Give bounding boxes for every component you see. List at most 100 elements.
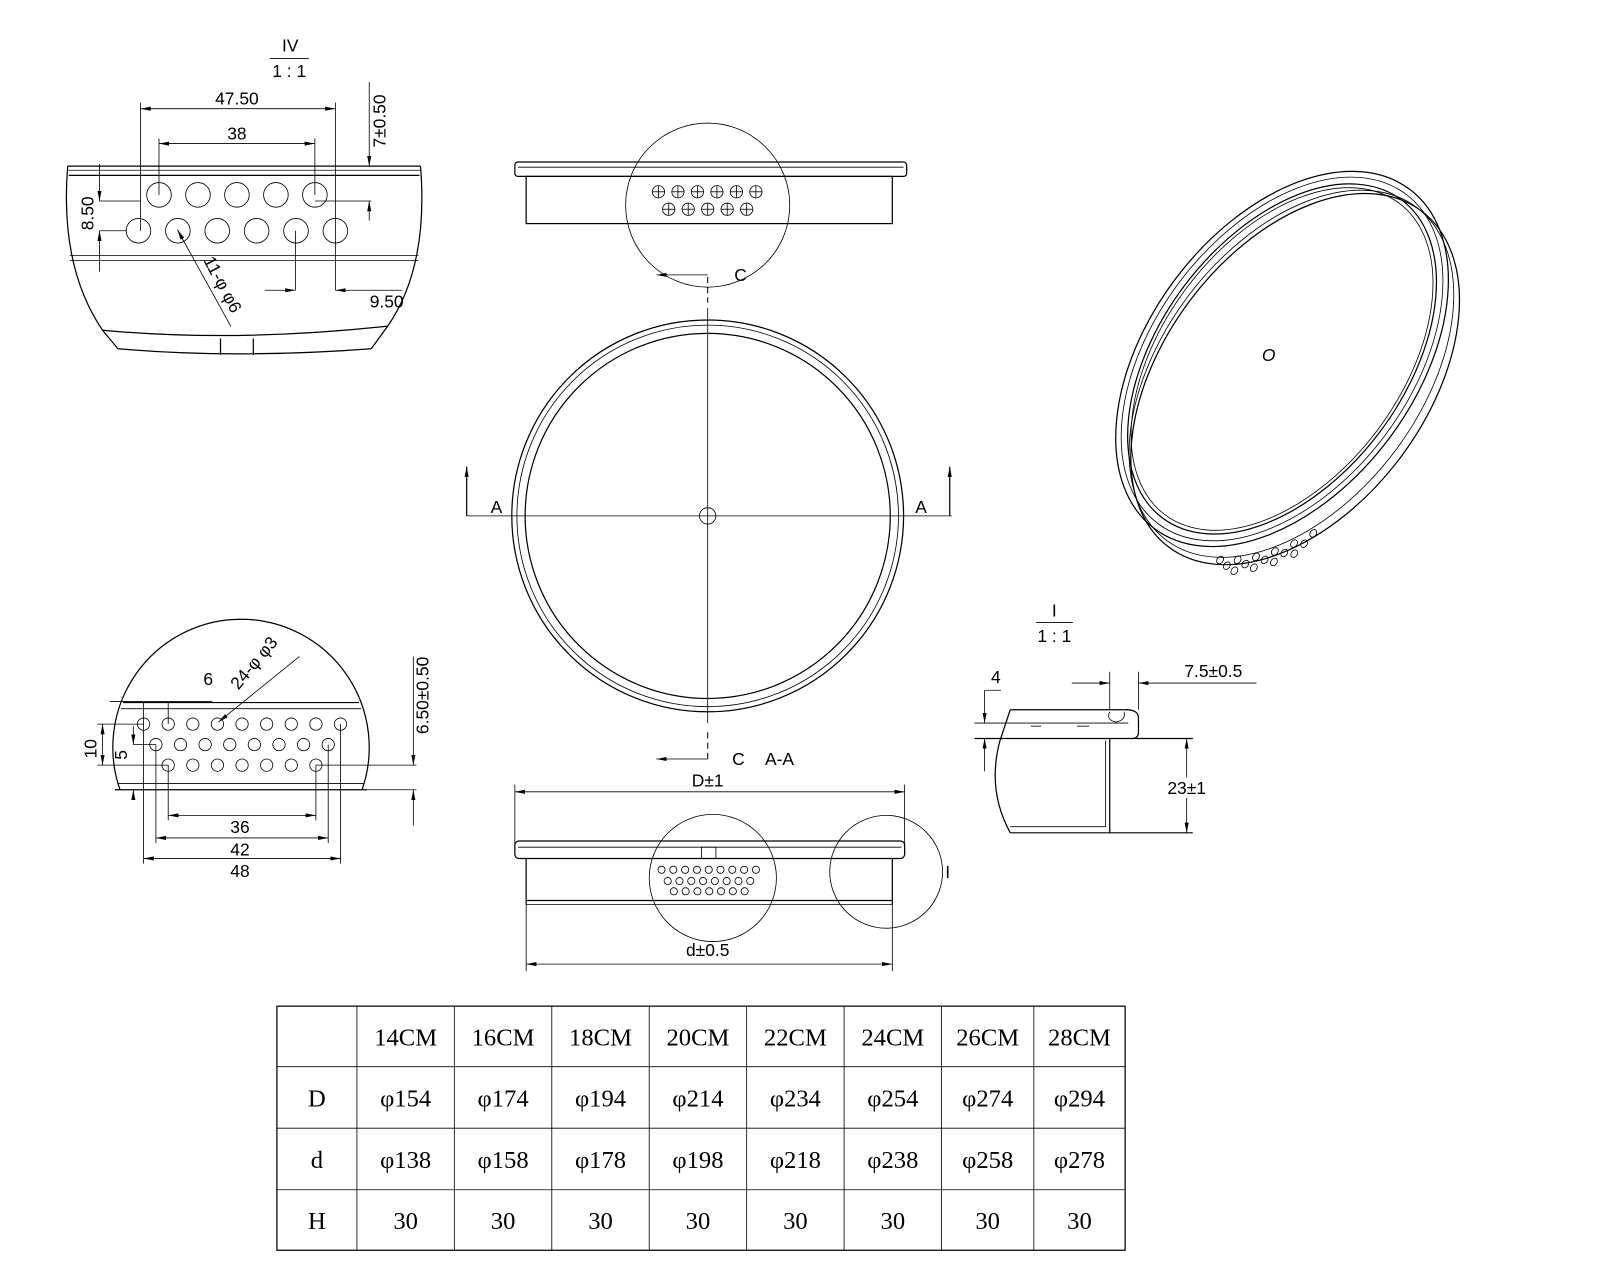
table-cell: D [308, 1086, 326, 1113]
detail-i-callout: I [945, 862, 950, 882]
dim-9-50: 9.50 [370, 292, 404, 312]
table-cell: φ174 [478, 1086, 529, 1113]
detail-iv-scale: 1 : 1 [272, 61, 306, 81]
isometric-holes [1216, 529, 1318, 575]
table-cell: 30 [686, 1208, 711, 1235]
hole [1216, 555, 1225, 565]
hole [210, 758, 224, 772]
hole [728, 887, 737, 896]
hole [675, 877, 684, 886]
detail-iv: IV 1 : 1 47.50 38 7±0.50 8.50 11-φ φ6 [65, 35, 423, 355]
hole [693, 887, 702, 896]
section-a-a-view: D±1 I d±0.5 [514, 771, 950, 972]
hole [1260, 555, 1269, 565]
hole [699, 877, 708, 886]
table-header-cell: 16CM [472, 1025, 535, 1052]
hole [284, 717, 298, 731]
hole [710, 877, 719, 886]
hole [125, 218, 152, 244]
table-cell: 30 [881, 1208, 906, 1235]
table-cell: φ194 [575, 1086, 626, 1113]
dim-47-50: 47.50 [215, 89, 259, 109]
dim-4: 4 [991, 667, 1001, 687]
hole [272, 738, 286, 752]
hole [1309, 529, 1318, 538]
dim-5: 5 [111, 750, 131, 760]
table-cell: φ138 [380, 1147, 431, 1174]
dim-42: 42 [230, 839, 249, 859]
dim-48: 48 [230, 861, 249, 881]
table-header-cell: 28CM [1048, 1025, 1111, 1052]
hole [263, 182, 289, 208]
section-a-left: A [491, 497, 503, 517]
dim-8-50: 8.50 [77, 196, 97, 230]
table-cell: φ278 [1054, 1147, 1105, 1174]
detail-c: 6 24-φ φ3 36 42 48 10 5 6.50±0.50 [80, 618, 433, 881]
table-cell: φ274 [962, 1086, 1013, 1113]
hole [740, 865, 749, 874]
table-cell: 30 [783, 1208, 808, 1235]
dim-hole-c: 24-φ φ3 [226, 633, 281, 694]
hole [1241, 559, 1250, 569]
dim-38: 38 [227, 123, 246, 143]
hole [681, 887, 690, 896]
table-cell: φ154 [380, 1086, 431, 1113]
hole [1300, 539, 1308, 548]
hole [687, 877, 696, 886]
hole [717, 887, 726, 896]
detail-iv-title: IV [282, 35, 299, 55]
table-cell: φ214 [672, 1086, 723, 1113]
hole [185, 182, 211, 208]
hole [1270, 557, 1278, 567]
hole [309, 717, 323, 731]
section-c-label: C [734, 265, 747, 285]
table-cell: 30 [393, 1208, 418, 1235]
hole [740, 887, 749, 896]
isometric-view [1115, 170, 1461, 575]
table-cell: H [308, 1208, 326, 1235]
hole [260, 717, 274, 731]
hole [186, 758, 200, 772]
dim-D: D±1 [692, 771, 724, 791]
hole [243, 218, 270, 244]
table-cell: φ234 [770, 1086, 821, 1113]
hole [663, 877, 672, 886]
hole [705, 887, 714, 896]
detail-i-scale: 1 : 1 [1037, 626, 1071, 646]
table-header-cell: 26CM [956, 1025, 1019, 1052]
hole [669, 865, 678, 874]
hole [722, 877, 731, 886]
hole [1233, 555, 1242, 564]
table-cell: φ238 [867, 1147, 918, 1174]
hole [235, 758, 249, 772]
detail-i: I 1 : 1 4 7.5±0.5 23±1 [974, 600, 1257, 834]
hole [260, 758, 274, 772]
dim-36: 36 [230, 817, 249, 837]
hole [1252, 552, 1260, 562]
table-header-cell: 20CM [666, 1025, 729, 1052]
hole [198, 738, 212, 752]
hole [669, 887, 678, 896]
hole [283, 218, 309, 244]
dim-hole-iv: 11-φ φ6 [200, 253, 246, 316]
hole [204, 218, 230, 244]
hole [210, 717, 224, 731]
hole [247, 738, 261, 752]
plan-view: A A C A-A [464, 307, 952, 769]
table-header-cell: 18CM [569, 1025, 632, 1052]
dim-23-tol: 23±1 [1167, 778, 1206, 798]
iso-center-mark: O [1262, 345, 1276, 365]
hole [751, 865, 760, 874]
table-header-cell: 24CM [861, 1025, 924, 1052]
table-cell: 30 [975, 1208, 1000, 1235]
table-cell: φ294 [1054, 1086, 1105, 1113]
table-header-cell: 22CM [764, 1025, 827, 1052]
hole [1230, 566, 1239, 575]
section-view-holes [657, 865, 760, 896]
hole [284, 758, 298, 772]
table-cell: φ258 [962, 1147, 1013, 1174]
hole [746, 877, 755, 886]
table-cell: 30 [1067, 1208, 1092, 1235]
dim-6: 6 [203, 669, 213, 689]
